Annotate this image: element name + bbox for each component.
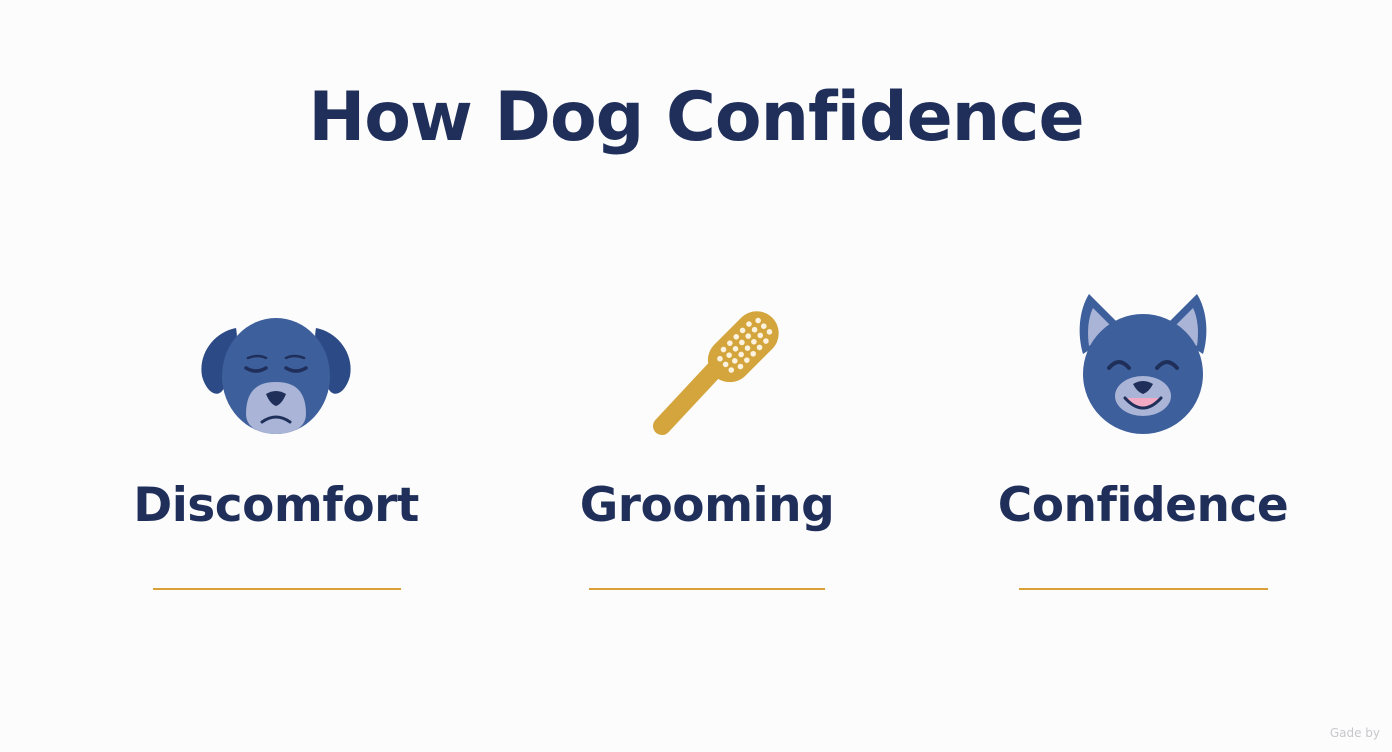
step-label: Grooming	[579, 478, 835, 533]
step-label: Discomfort	[133, 478, 419, 533]
step-confidence: Confidence	[973, 280, 1313, 610]
step-discomfort: Discomfort	[106, 280, 446, 610]
brush-icon	[537, 280, 877, 450]
page-title: How Dog Confidence	[308, 78, 1084, 157]
happy-dog-icon	[973, 280, 1313, 450]
watermark: Gade by	[1329, 726, 1380, 740]
sad-dog-icon	[106, 280, 446, 450]
underline-divider	[1019, 588, 1268, 590]
step-grooming: Grooming	[537, 280, 877, 610]
underline-divider	[153, 588, 401, 590]
underline-divider	[589, 588, 825, 590]
step-label: Confidence	[997, 478, 1289, 533]
